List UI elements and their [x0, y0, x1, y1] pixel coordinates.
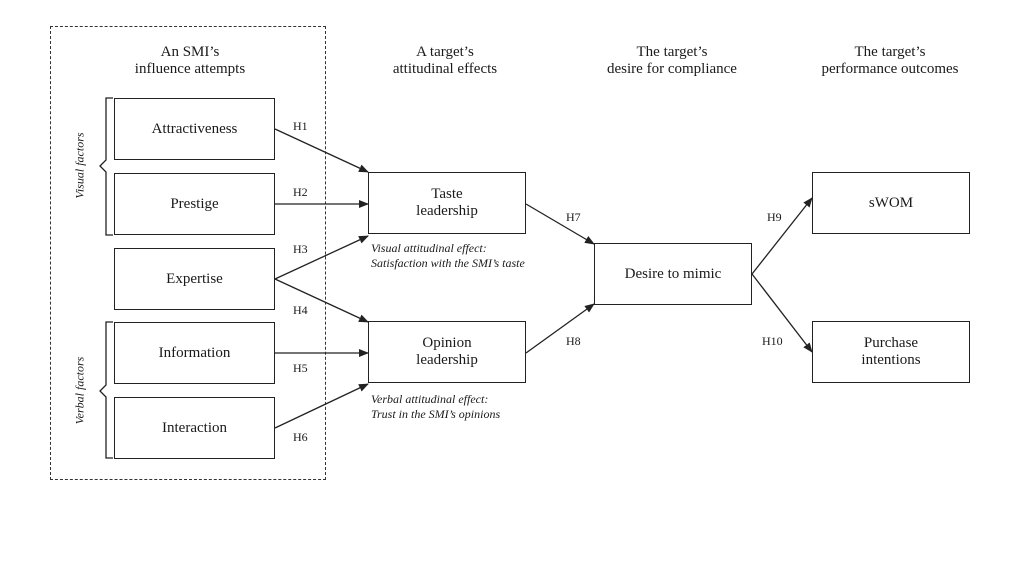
hypothesis-h9-label: H9 — [767, 210, 782, 224]
expertise-box: Expertise — [114, 248, 275, 310]
hypothesis-h8-label: H8 — [566, 334, 581, 348]
purchase-intentions-box: Purchase intentions — [812, 321, 970, 383]
hypothesis-h5-label: H5 — [293, 361, 308, 375]
arrow-h7 — [525, 203, 595, 245]
arrow-h1 — [274, 128, 369, 173]
hypothesis-h1-label: H1 — [293, 119, 308, 133]
header-performance-outcomes: The target’s performance outcomes — [821, 44, 959, 77]
arrow-h3 — [274, 235, 369, 280]
verbal-factors-bracket — [99, 321, 113, 459]
opinion-leadership-box: Opinion leadership — [368, 321, 526, 383]
arrow-h6 — [274, 383, 369, 429]
hypothesis-h6-label: H6 — [293, 430, 308, 444]
hypothesis-h2-label: H2 — [293, 185, 308, 199]
influence-attempts-frame — [50, 26, 326, 480]
arrow-h8 — [525, 303, 595, 354]
verbal-attitudinal-effect-note: Verbal attitudinal effect: Trust in the … — [371, 392, 501, 421]
hypothesis-h4-label: H4 — [293, 303, 308, 317]
hypothesis-h3-label: H3 — [293, 242, 308, 256]
visual-factors-bracket — [99, 97, 113, 236]
hypothesis-h7-label: H7 — [566, 210, 581, 224]
taste-leadership-box: Taste leadership — [368, 172, 526, 234]
desire-to-mimic-box: Desire to mimic — [594, 243, 752, 305]
interaction-box: Interaction — [114, 397, 275, 459]
header-desire-for-compliance: The target’s desire for compliance — [607, 44, 737, 77]
arrow-h10 — [751, 273, 813, 353]
header-attitudinal-effects: A target’s attitudinal effects — [392, 44, 498, 77]
prestige-box: Prestige — [114, 173, 275, 235]
attractiveness-box: Attractiveness — [114, 98, 275, 160]
visual-attitudinal-effect-note: Visual attitudinal effect: Satisfaction … — [371, 241, 525, 270]
arrow-h9 — [751, 197, 813, 275]
arrow-h4 — [274, 278, 369, 323]
information-box: Information — [114, 322, 275, 384]
swom-box: sWOM — [812, 172, 970, 234]
hypothesis-h10-label: H10 — [762, 334, 783, 348]
header-influence-attempts: An SMI’s influence attempts — [134, 44, 246, 77]
